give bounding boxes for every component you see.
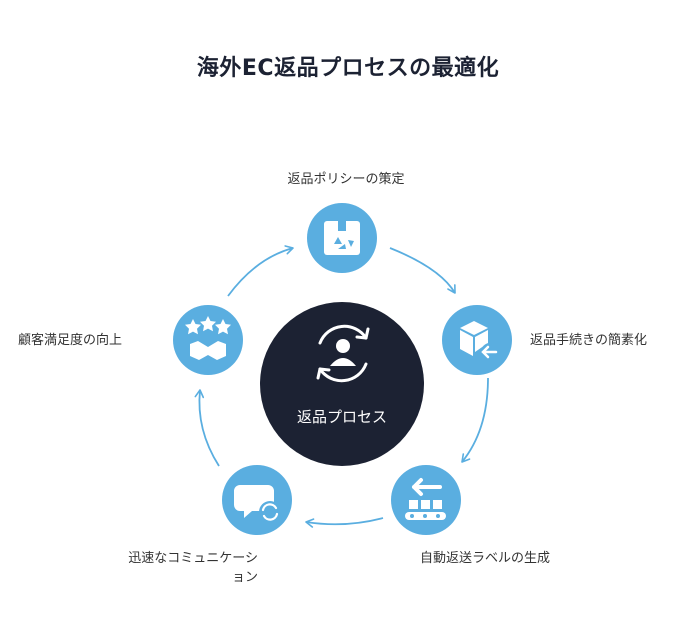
node-policy bbox=[307, 203, 377, 273]
node-simplify bbox=[442, 305, 512, 375]
label-policy: 返品ポリシーの策定 bbox=[287, 172, 405, 187]
arrow-satisfaction-to-policy bbox=[227, 245, 294, 297]
label-satisfaction: 顧客満足度の向上 bbox=[18, 333, 123, 348]
center-circle bbox=[260, 302, 424, 466]
arrow-policy-to-simplify bbox=[389, 247, 456, 294]
label-return-label: 自動返送ラベルの生成 bbox=[420, 551, 551, 566]
box-return-arrow-icon bbox=[460, 321, 499, 361]
stars-handshake-icon bbox=[185, 316, 231, 360]
arrow-simplify-to-label bbox=[461, 377, 489, 463]
node-return-label bbox=[391, 465, 461, 535]
refresh-person-icon bbox=[316, 324, 370, 383]
chat-refresh-icon bbox=[234, 485, 281, 523]
diagram-title: 海外EC返品プロセスの最適化 bbox=[196, 56, 500, 81]
label-communication: 迅速なコミュニケーション bbox=[128, 551, 258, 585]
center-label: 返品プロセス bbox=[296, 408, 387, 426]
arrow-communication-to-satisfaction bbox=[194, 389, 220, 467]
arrow-label-to-communication bbox=[305, 517, 384, 528]
node-satisfaction bbox=[173, 305, 243, 375]
node-communication bbox=[222, 465, 292, 535]
conveyor-arrow-icon bbox=[405, 478, 446, 520]
label-simplify: 返品手続きの簡素化 bbox=[530, 333, 648, 348]
box-recycle-icon bbox=[324, 221, 360, 255]
